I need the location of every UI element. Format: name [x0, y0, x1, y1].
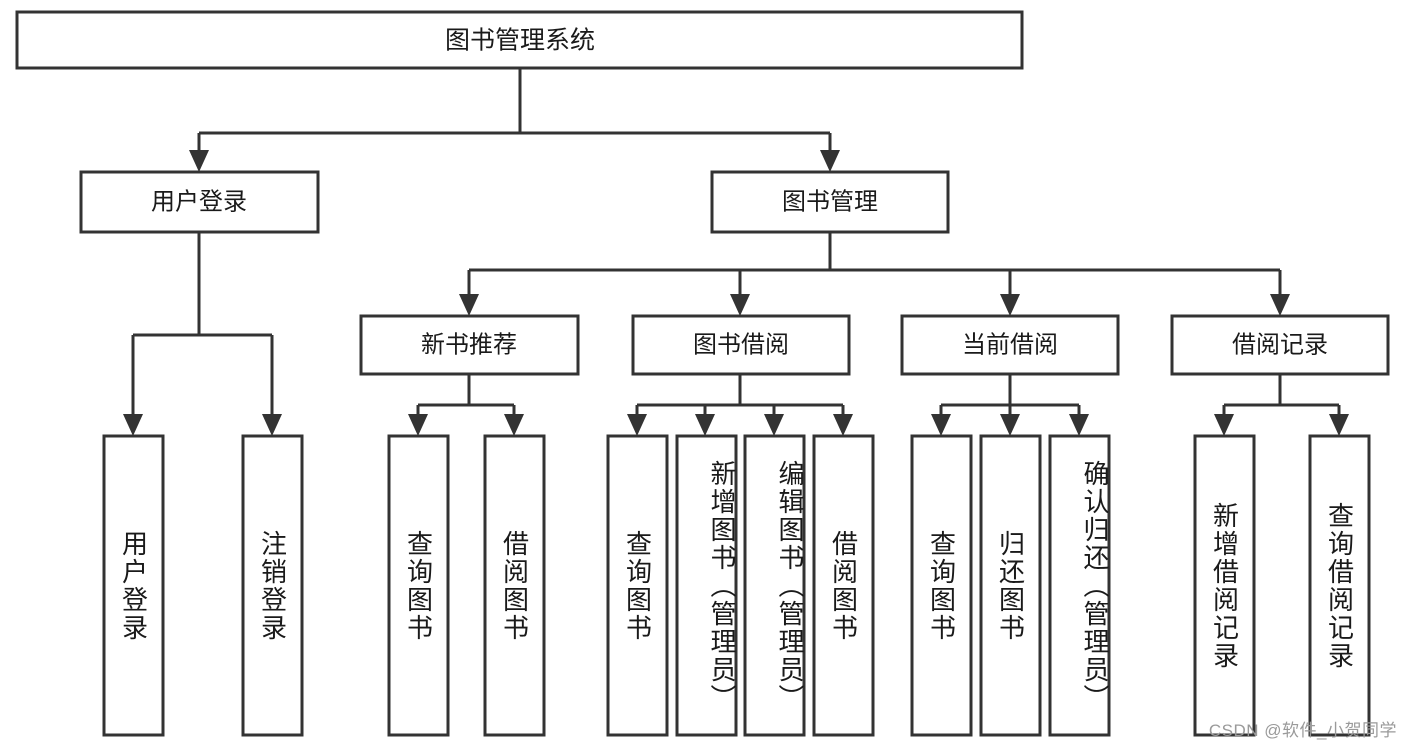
arrowhead-leaf-query-book-3 [931, 414, 951, 436]
node-current-borrow[interactable]: 当前借阅 [900, 314, 1120, 376]
arrowhead-leaf-edit-book [764, 414, 784, 436]
node-leaf-edit-book-box[interactable] [743, 434, 806, 737]
node-book-manage[interactable]: 图书管理 [710, 170, 950, 234]
node-new-book-recommend-label: 新书推荐 [421, 331, 517, 358]
watermark: CSDN @软件_小贺同学 [1208, 721, 1397, 740]
node-current-borrow-box[interactable] [900, 314, 1120, 376]
node-book-manage-box[interactable] [710, 170, 950, 234]
node-root-box[interactable] [15, 10, 1024, 70]
arrowhead-leaf-borrow-book-1 [504, 414, 524, 436]
node-root[interactable]: 图书管理系统 [15, 10, 1024, 70]
node-book-borrow-box[interactable] [631, 314, 851, 376]
arrowhead-book-borrow [730, 294, 750, 316]
arrowhead-book-manage [820, 150, 840, 172]
arrowhead-leaf-add-book [695, 414, 715, 436]
node-book-borrow[interactable]: 图书借阅 [631, 314, 851, 376]
node-leaf-query-book-3-box[interactable] [910, 434, 973, 737]
node-leaf-user-logout-box[interactable] [241, 434, 304, 737]
leaf-box-layer [102, 434, 1371, 737]
node-user-login-label: 用户登录 [151, 188, 247, 215]
node-root-label: 图书管理系统 [445, 27, 595, 55]
node-new-book-recommend-box[interactable] [359, 314, 580, 376]
arrowhead-leaf-query-record [1329, 414, 1349, 436]
arrowhead-leaf-user-login [123, 414, 143, 436]
arrowhead-leaf-query-book-1 [408, 414, 428, 436]
node-leaf-user-login-box[interactable] [102, 434, 165, 737]
arrowhead-new-book-recommend [459, 294, 479, 316]
node-book-manage-label: 图书管理 [782, 188, 878, 215]
arrowhead-leaf-return-book [1000, 414, 1020, 436]
arrowhead-user-login [189, 150, 209, 172]
node-user-login[interactable]: 用户登录 [79, 170, 320, 234]
node-leaf-borrow-book-1-box[interactable] [483, 434, 546, 737]
arrowhead-leaf-confirm-return [1069, 414, 1089, 436]
node-leaf-borrow-book-2-box[interactable] [812, 434, 875, 737]
node-leaf-return-book-box[interactable] [979, 434, 1042, 737]
node-current-borrow-label: 当前借阅 [962, 331, 1058, 358]
node-borrow-record[interactable]: 借阅记录 [1170, 314, 1390, 376]
arrowhead-current-borrow [1000, 294, 1020, 316]
connector-layer [123, 68, 1349, 436]
node-leaf-add-book-box[interactable] [675, 434, 738, 737]
node-leaf-query-record-box[interactable] [1308, 434, 1371, 737]
arrowhead-leaf-query-book-2 [627, 414, 647, 436]
arrowhead-leaf-add-record [1214, 414, 1234, 436]
node-leaf-add-record-box[interactable] [1193, 434, 1256, 737]
arrowhead-leaf-user-logout [262, 414, 282, 436]
node-book-borrow-label: 图书借阅 [693, 331, 789, 358]
node-leaf-confirm-return-box[interactable] [1048, 434, 1111, 737]
arrowhead-borrow-record [1270, 294, 1290, 316]
node-borrow-record-box[interactable] [1170, 314, 1390, 376]
node-leaf-query-book-2-box[interactable] [606, 434, 669, 737]
node-user-login-box[interactable] [79, 170, 320, 234]
node-borrow-record-label: 借阅记录 [1232, 331, 1328, 358]
arrowhead-leaf-borrow-book-2 [833, 414, 853, 436]
node-leaf-query-book-1-box[interactable] [387, 434, 450, 737]
node-new-book-recommend[interactable]: 新书推荐 [359, 314, 580, 376]
